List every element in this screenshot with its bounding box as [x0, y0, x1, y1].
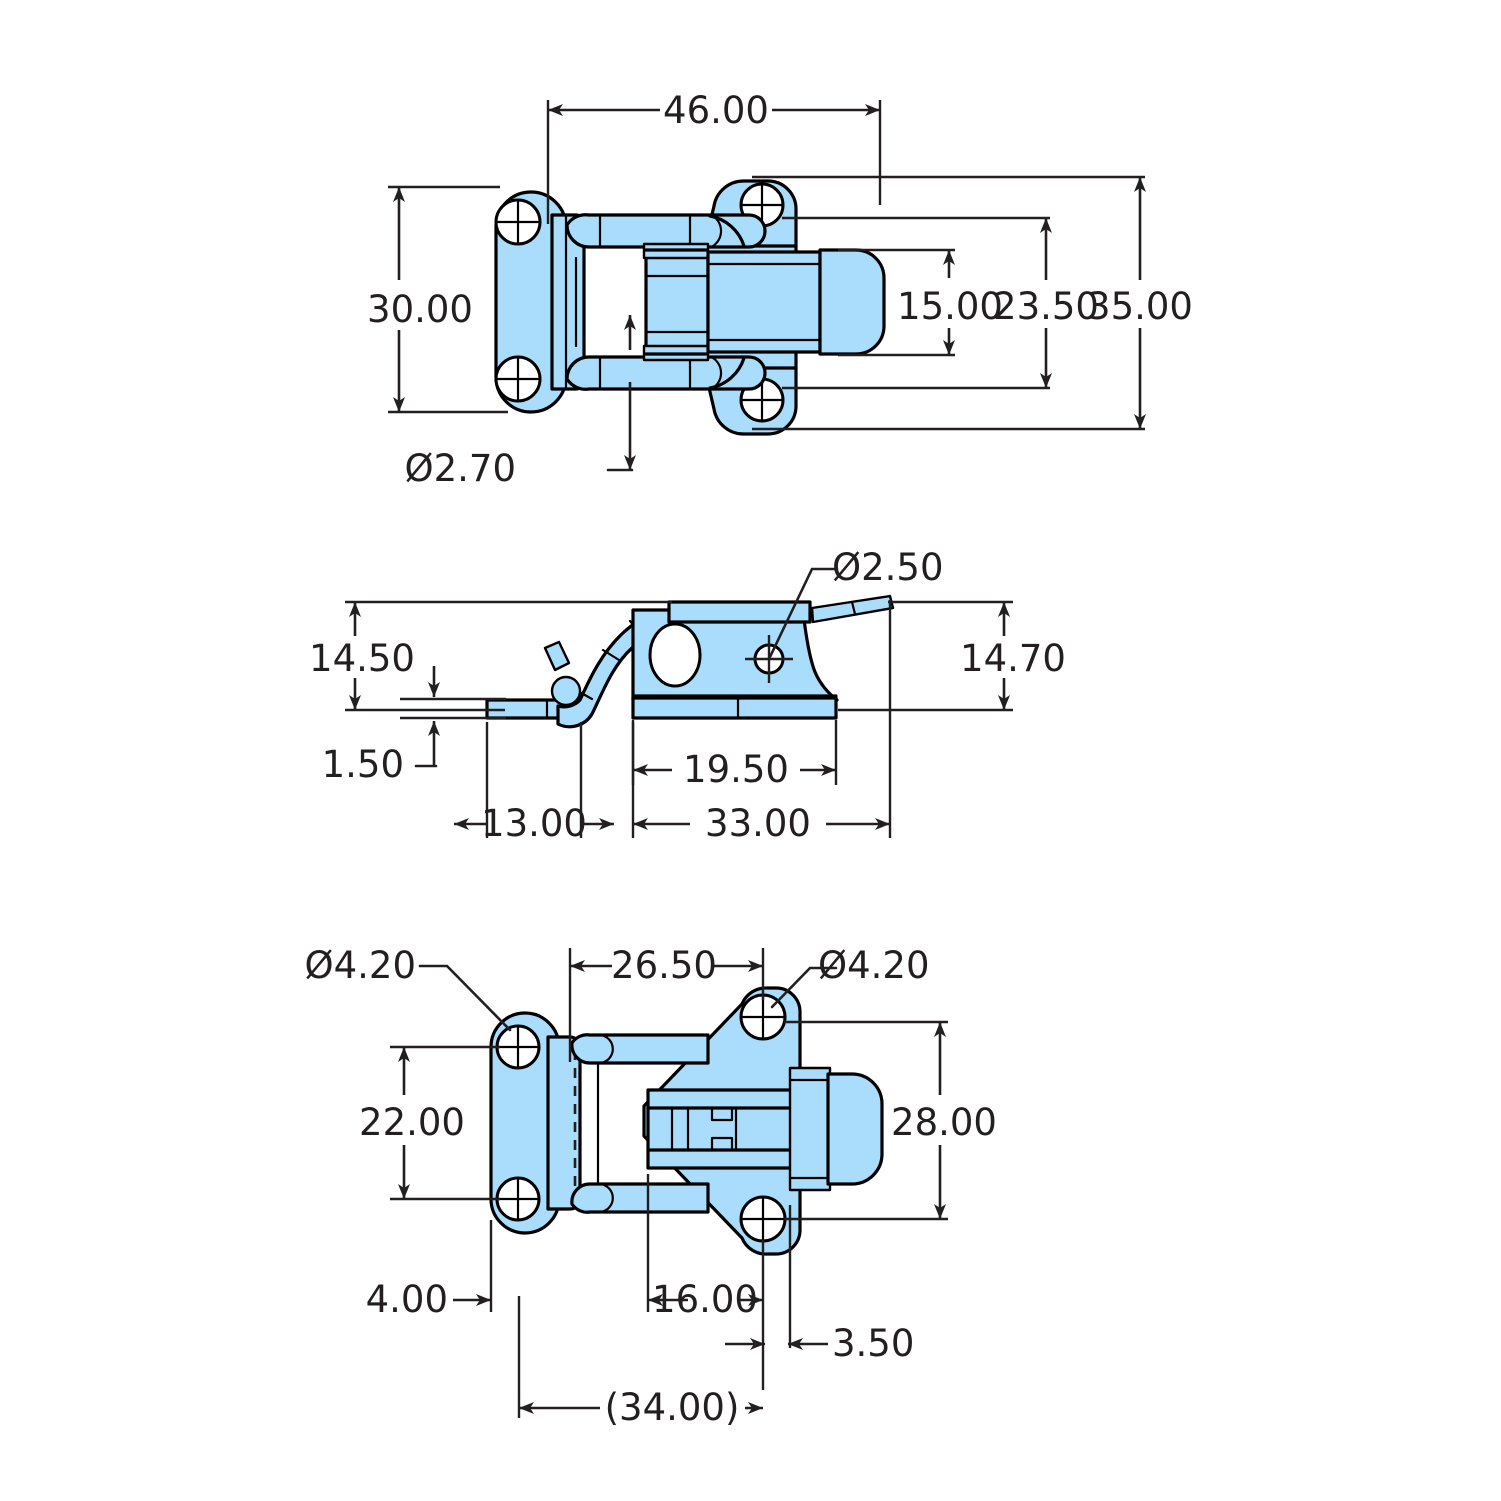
- screw-cross-bottomright: [739, 377, 785, 423]
- top-loop-bend-lower: [708, 356, 746, 390]
- screw-cross-topleft: [494, 198, 542, 246]
- dim-label-2350: 23.50: [993, 285, 1099, 328]
- bot-screw-cross-bottomleft: [495, 1176, 541, 1222]
- view-side: 14.50 1.50 14.70 Ø2.50 19.50 13.00: [309, 546, 1066, 845]
- bot-screw-cross-topleft: [495, 1024, 541, 1070]
- view-top: 46.00 30.00 15.00 23.50 35.00 Ø2.70: [367, 89, 1193, 490]
- dim-label-35: 35.00: [1087, 285, 1193, 328]
- dim-label-150: 1.50: [322, 743, 404, 786]
- top-cam-pin-caps: [644, 248, 708, 356]
- dim-label-30: 30.00: [367, 288, 473, 331]
- top-lever-end-cap: [818, 248, 886, 356]
- side-right-tongue-div: [850, 600, 857, 616]
- view-bottom: Ø4.20 Ø4.20 26.50 22.00 28.00 4.00 16.00: [304, 944, 996, 1429]
- bot-latch-notch-upper: [710, 1106, 734, 1122]
- leader-dia420-right: [770, 966, 838, 1009]
- bot-bail-arm-lower-detail: [602, 1183, 614, 1213]
- top-wire-loop-upper: [565, 213, 767, 249]
- top-wire-loop-lower: [565, 355, 767, 391]
- top-lever-body: [706, 250, 822, 354]
- dim-label-46: 46.00: [663, 89, 769, 132]
- top-loop-bend-upper: [708, 214, 746, 248]
- dim-label-dia270: Ø2.70: [404, 447, 516, 490]
- bot-bail-arm-upper-detail: [602, 1034, 614, 1064]
- dim-label-400: 4.00: [366, 1278, 448, 1321]
- dim-label-2200: 22.00: [359, 1101, 465, 1144]
- bot-latch-body: [646, 1088, 802, 1170]
- dim-label-2800: 28.00: [891, 1101, 997, 1144]
- dim-label-1450: 14.50: [309, 637, 415, 680]
- leader-dia420-left: [418, 964, 512, 1032]
- screw-cross-bottomleft: [494, 355, 542, 403]
- bot-bail-arm-upper: [570, 1033, 710, 1065]
- dim-label-dia250: Ø2.50: [832, 546, 944, 589]
- leader-dia250: [767, 567, 838, 661]
- bot-bail-arm-lower: [570, 1182, 710, 1214]
- bot-neck: [788, 1066, 832, 1192]
- dim-label-2650: 26.50: [611, 944, 717, 987]
- dim-label-3400: (34.00): [605, 1386, 740, 1429]
- dim-label-dia420-right: Ø4.20: [818, 944, 930, 987]
- bot-latch-notch-lower: [710, 1136, 734, 1152]
- bot-screw-cross-bottomright: [739, 1195, 787, 1243]
- dim-label-15: 15.00: [897, 285, 1003, 328]
- dim-label-3300: 33.00: [705, 802, 811, 845]
- side-bail-pivot: [550, 675, 582, 707]
- bot-neck-lines: [788, 1078, 832, 1180]
- top-cam-block-lines: [644, 274, 710, 334]
- dim-label-1950: 19.50: [683, 748, 789, 791]
- top-lever-body-edges: [706, 262, 822, 342]
- side-right-tongue: [810, 594, 895, 624]
- bot-screw-cross-topright: [739, 993, 787, 1041]
- dim-label-1600: 16.00: [652, 1278, 758, 1321]
- screw-cross-topright: [739, 182, 785, 228]
- side-bail-tail: [543, 640, 571, 672]
- dim-label-1470: 14.70: [960, 637, 1066, 680]
- side-housing-top-plate: [667, 600, 812, 624]
- side-housing-bottom-plate: [631, 696, 838, 720]
- top-cam-block: [644, 254, 710, 350]
- dim-label-1300: 13.00: [481, 802, 587, 845]
- dim-label-dia420-left: Ø4.20: [304, 944, 416, 987]
- side-pivot-hole: [648, 622, 702, 688]
- dim-label-350: 3.50: [832, 1322, 914, 1365]
- bot-end-cap: [826, 1072, 884, 1186]
